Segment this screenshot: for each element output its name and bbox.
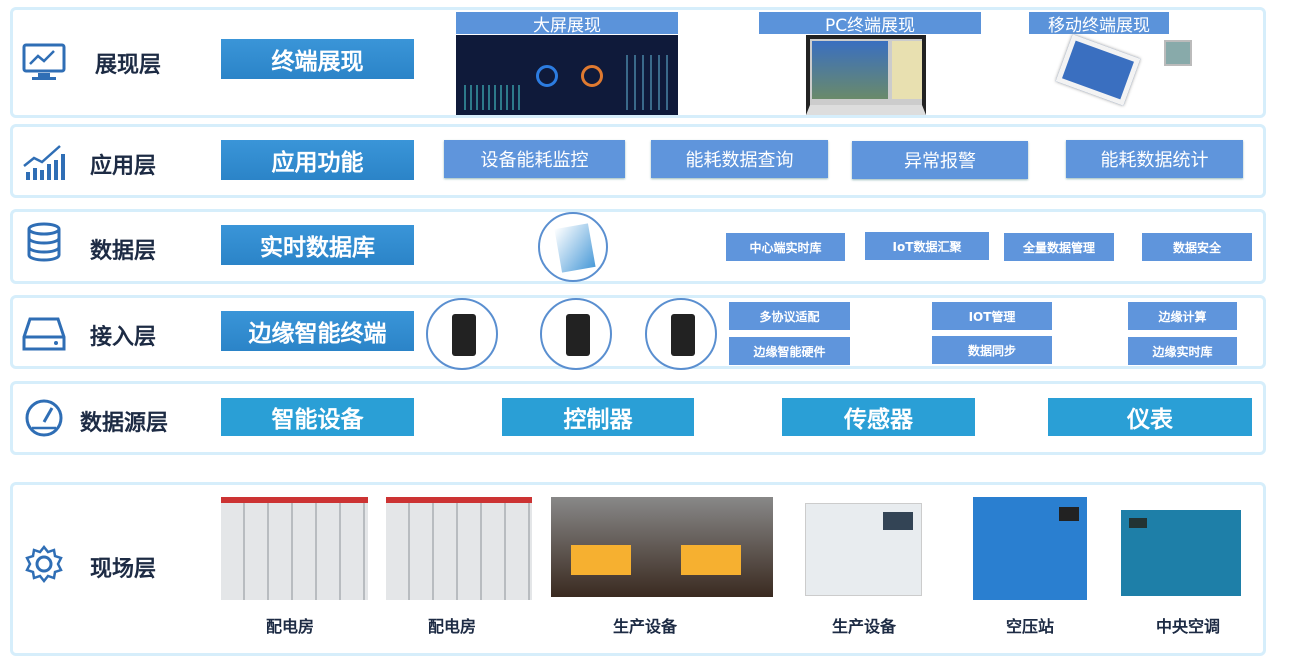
access-item: IOT管理 <box>932 302 1052 330</box>
edge-device-image <box>645 298 717 370</box>
pc-monitor-image <box>806 35 926 115</box>
dashboard-screenshot <box>456 35 678 115</box>
main-box: 终端展现 <box>221 39 414 79</box>
hard-drive-icon <box>22 317 66 351</box>
main-box: 边缘智能终端 <box>221 311 414 351</box>
gear-icon <box>25 544 63 584</box>
layer-name: 展现层 <box>95 53 162 78</box>
application-layer-panel <box>10 124 1266 198</box>
switchgear-image <box>221 497 368 600</box>
function-box: 设备能耗监控 <box>444 140 625 178</box>
data-item: 数据安全 <box>1142 233 1252 261</box>
access-layer-panel <box>10 295 1266 369</box>
air-compressor-image <box>973 497 1087 600</box>
phone-image <box>1164 40 1192 66</box>
monitor-chart-icon <box>22 43 66 80</box>
layer-name: 接入层 <box>90 325 157 350</box>
growth-chart-icon <box>23 145 65 180</box>
database-software-image <box>538 212 608 282</box>
main-box: 实时数据库 <box>221 225 414 265</box>
production-unit-image <box>805 503 922 596</box>
data-item: 全量数据管理 <box>1004 233 1114 261</box>
source-box: 仪表 <box>1048 398 1252 436</box>
air-conditioner-image <box>1121 510 1241 596</box>
function-box: 能耗数据查询 <box>651 140 828 178</box>
pc-header: PC终端展现 <box>759 12 981 36</box>
main-box: 应用功能 <box>221 140 414 180</box>
equipment-label: 生产设备 <box>612 617 677 636</box>
layer-name: 应用层 <box>90 154 157 179</box>
data-item: 中心端实时库 <box>726 233 845 261</box>
access-item: 数据同步 <box>932 336 1052 364</box>
mobile-header: 移动终端展现 <box>1029 12 1169 36</box>
access-item: 边缘智能硬件 <box>729 337 850 365</box>
data-item: IoT数据汇聚 <box>865 232 989 260</box>
layer-name: 数据源层 <box>80 411 169 436</box>
access-item: 边缘实时库 <box>1128 337 1237 365</box>
screen-header: 大屏展现 <box>456 12 678 36</box>
furnace-image <box>551 497 773 597</box>
function-box: 异常报警 <box>852 141 1028 179</box>
database-icon <box>27 222 61 262</box>
source-box: 控制器 <box>502 398 694 436</box>
equipment-label: 中央空调 <box>1155 617 1220 636</box>
access-item: 边缘计算 <box>1128 302 1237 330</box>
switchgear-image <box>386 497 532 600</box>
layer-name: 现场层 <box>90 557 157 582</box>
source-box: 智能设备 <box>221 398 414 436</box>
equipment-label: 生产设备 <box>831 617 896 636</box>
source-box: 传感器 <box>782 398 975 436</box>
edge-device-image <box>426 298 498 370</box>
gauge-icon <box>25 399 63 437</box>
layer-name: 数据层 <box>90 239 157 264</box>
equipment-label: 空压站 <box>1005 617 1054 636</box>
edge-device-image <box>540 298 612 370</box>
access-item: 多协议适配 <box>729 302 850 330</box>
equipment-label: 配电房 <box>265 617 314 636</box>
equipment-label: 配电房 <box>427 617 476 636</box>
function-box: 能耗数据统计 <box>1066 140 1243 178</box>
